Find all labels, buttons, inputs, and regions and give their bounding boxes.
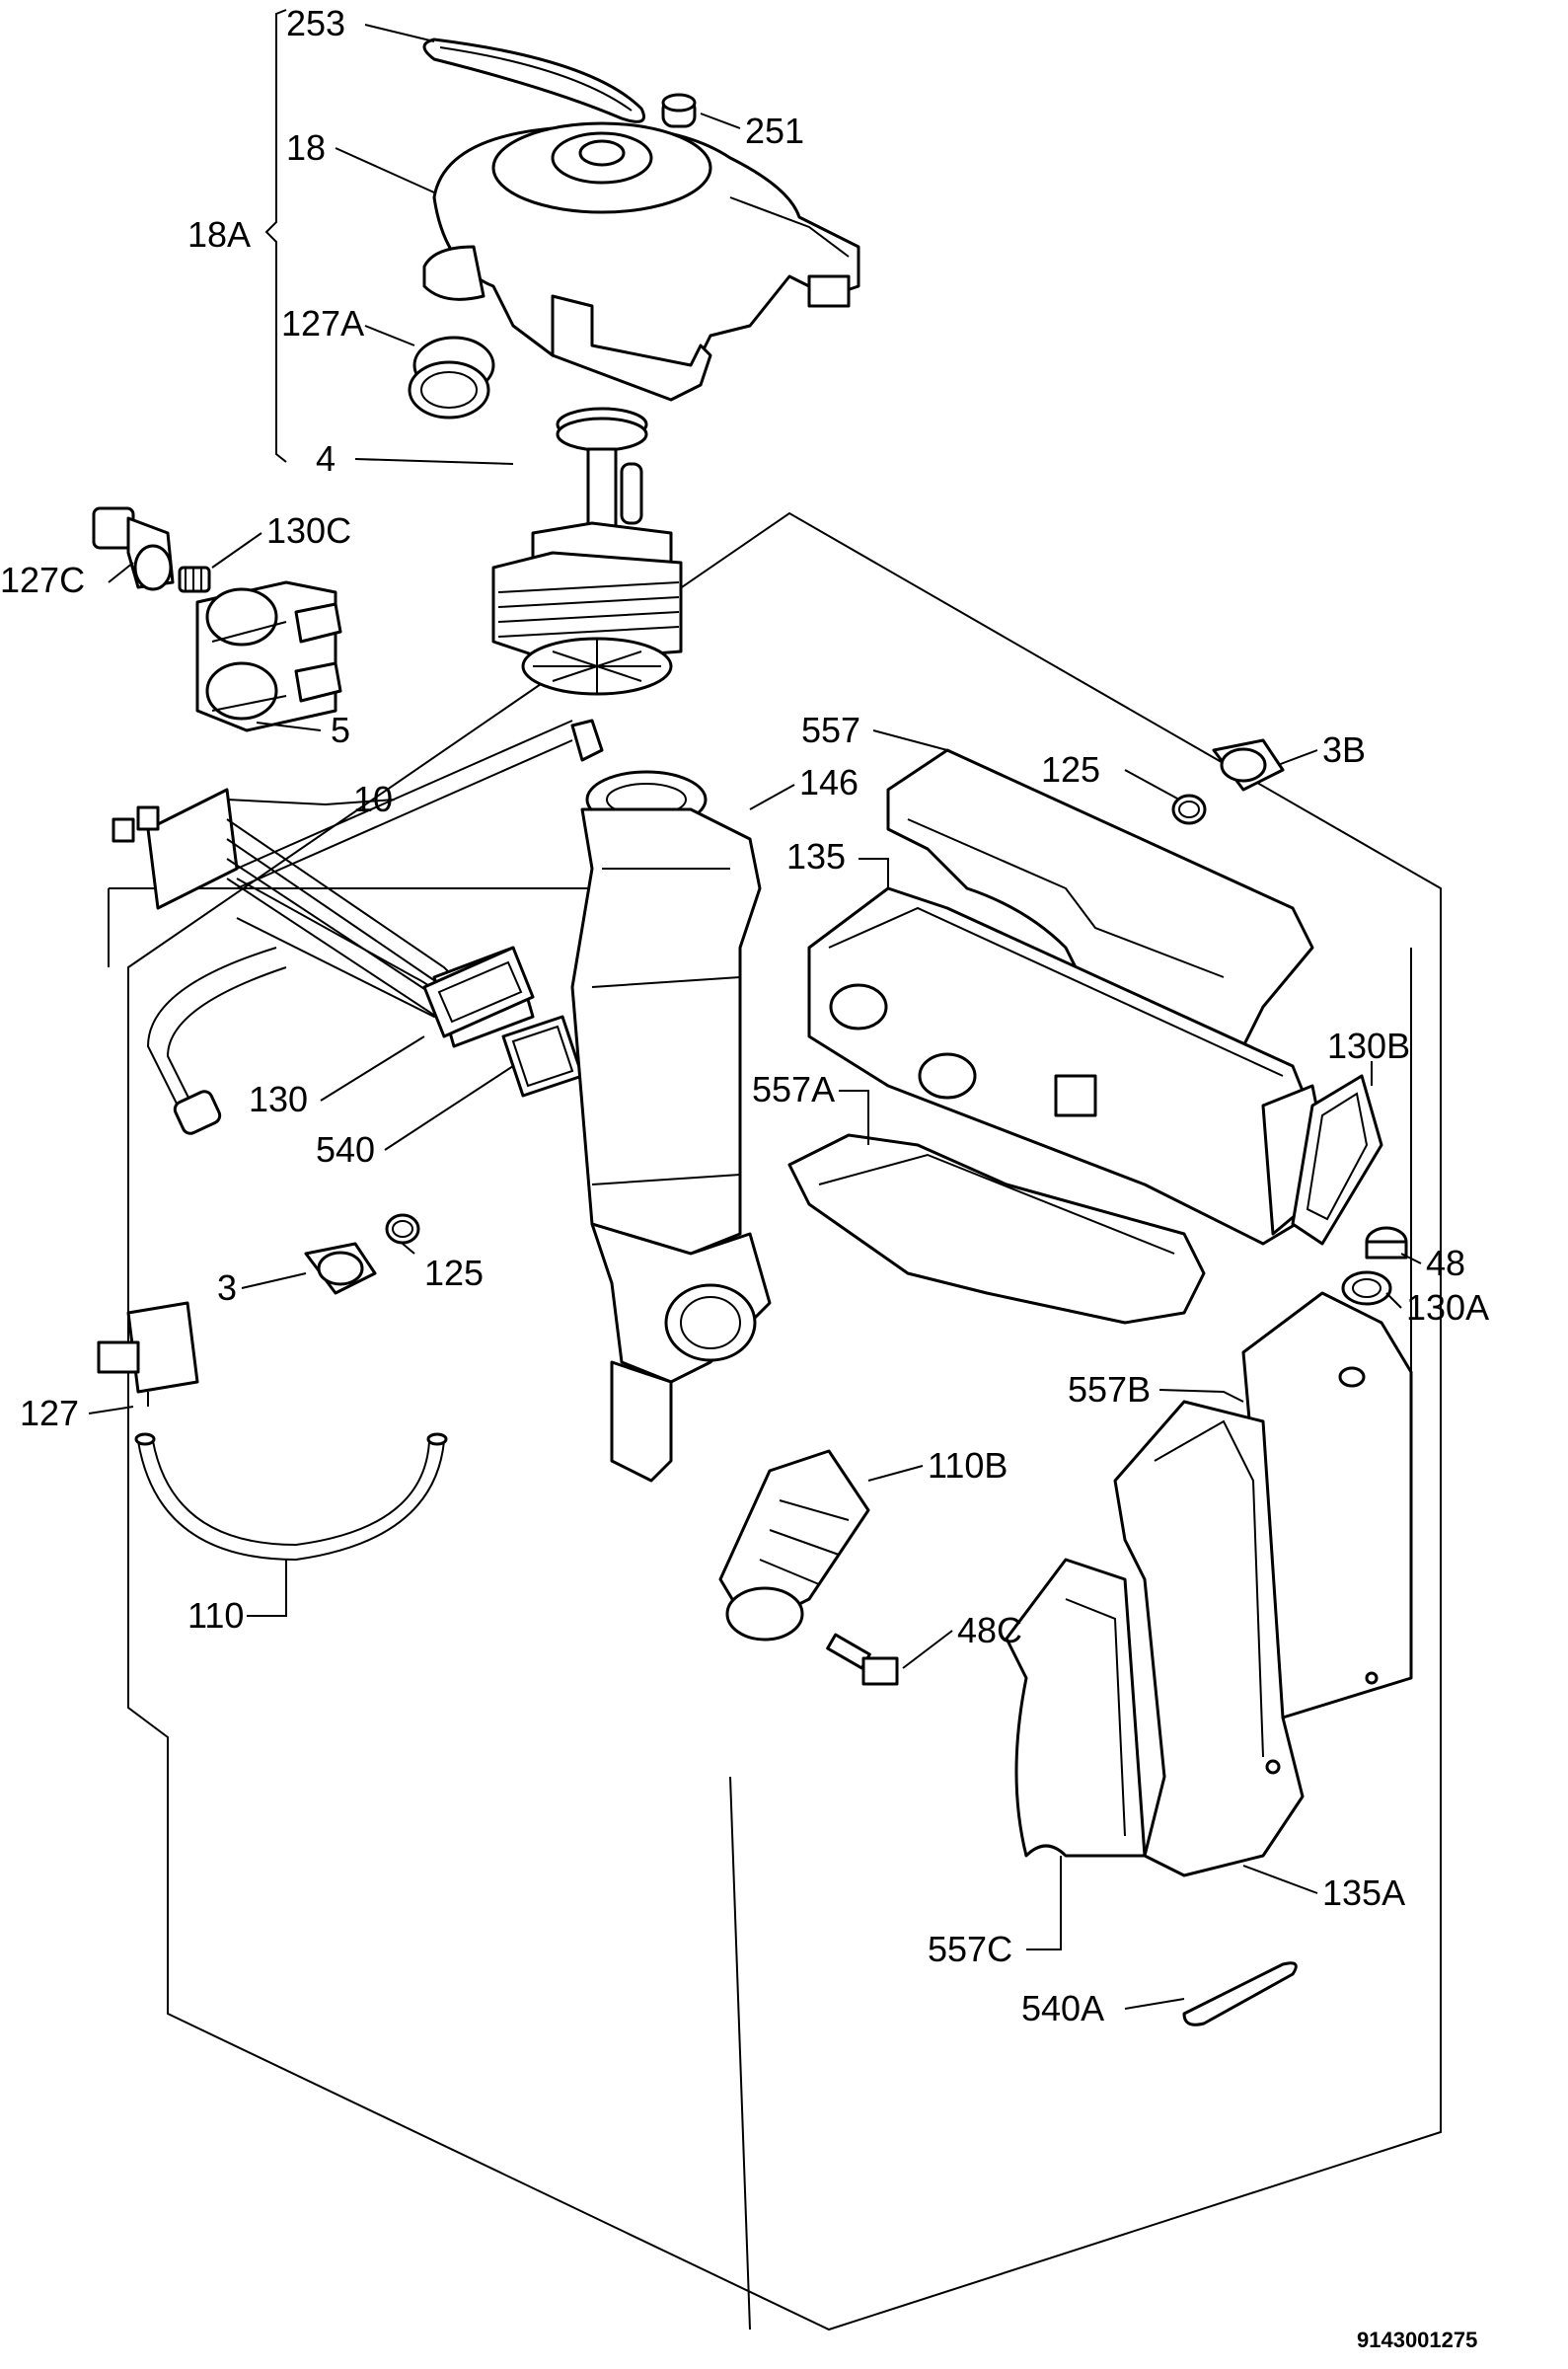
seal-540a: [1182, 1961, 1298, 2026]
gasket-130b: [1291, 1074, 1383, 1246]
cover-557: [886, 748, 1314, 1048]
callout-18a: 18A: [187, 214, 251, 255]
air-duct-146: [570, 770, 772, 1483]
callout-48c: 48C: [957, 1610, 1022, 1650]
callout-130b: 130B: [1327, 1026, 1410, 1066]
callout-253: 253: [286, 3, 345, 43]
callout-146: 146: [799, 762, 859, 802]
callout-135: 135: [786, 836, 846, 877]
callout-540a: 540A: [1021, 1988, 1104, 2028]
belt-253: [422, 38, 645, 123]
thermostat-3: [304, 1242, 377, 1295]
fitting-127: [97, 1301, 199, 1407]
sensor-48c: [826, 1633, 899, 1686]
o-ring-125-lower: [385, 1213, 420, 1245]
callout-labels: 253 251 18 18A 127A 4 130C 127C 5 557 12…: [0, 3, 1489, 2028]
callout-5: 5: [331, 710, 350, 750]
cover-557a: [787, 1133, 1206, 1325]
callout-557b: 557B: [1068, 1369, 1151, 1410]
callout-125-lower: 125: [424, 1253, 484, 1293]
seal-540: [501, 1015, 584, 1098]
callout-127a: 127A: [281, 303, 364, 344]
callout-130: 130: [249, 1079, 308, 1119]
callout-557c: 557C: [928, 1929, 1012, 1969]
callout-557a: 557A: [752, 1069, 835, 1109]
o-ring-125-upper: [1171, 794, 1207, 825]
callout-10: 10: [353, 779, 393, 819]
assembly-bracket-18a: [264, 9, 287, 463]
water-valve-5: [195, 580, 342, 732]
callout-48: 48: [1426, 1243, 1465, 1283]
callout-127: 127: [20, 1393, 79, 1433]
bellows-110b: [718, 1449, 870, 1642]
callout-251: 251: [745, 111, 804, 151]
callout-18: 18: [286, 127, 326, 168]
ring-127a: [408, 336, 495, 420]
motor-4: [491, 407, 683, 696]
cover-557c: [1005, 1558, 1147, 1858]
fitting-127c: [92, 506, 175, 591]
duct-135a: [1113, 1400, 1305, 1877]
callout-557: 557: [801, 710, 860, 750]
callout-3: 3: [217, 1267, 237, 1308]
callout-130c: 130C: [266, 510, 351, 551]
cap-251: [661, 93, 697, 128]
hose-110: [134, 1432, 448, 1562]
callout-127c: 127C: [0, 560, 85, 600]
ring-130a: [1341, 1270, 1392, 1306]
callout-125-upper: 125: [1041, 749, 1100, 790]
thermostat-3b: [1212, 738, 1285, 792]
callout-4: 4: [316, 438, 336, 479]
callout-540: 540: [316, 1129, 375, 1170]
callout-3b: 3B: [1322, 729, 1366, 770]
gasket-130: [422, 946, 535, 1038]
callout-135a: 135A: [1322, 1872, 1405, 1913]
leader-lines: [88, 24, 1422, 2010]
blower-housing-18: [422, 121, 860, 402]
spring-130c: [178, 566, 211, 593]
drawing-code: 9143001275: [1357, 2328, 1477, 2352]
callout-110b: 110B: [928, 1445, 1008, 1486]
callout-130a: 130A: [1406, 1287, 1489, 1328]
plug-48: [1365, 1226, 1408, 1260]
callout-110: 110: [187, 1595, 244, 1636]
